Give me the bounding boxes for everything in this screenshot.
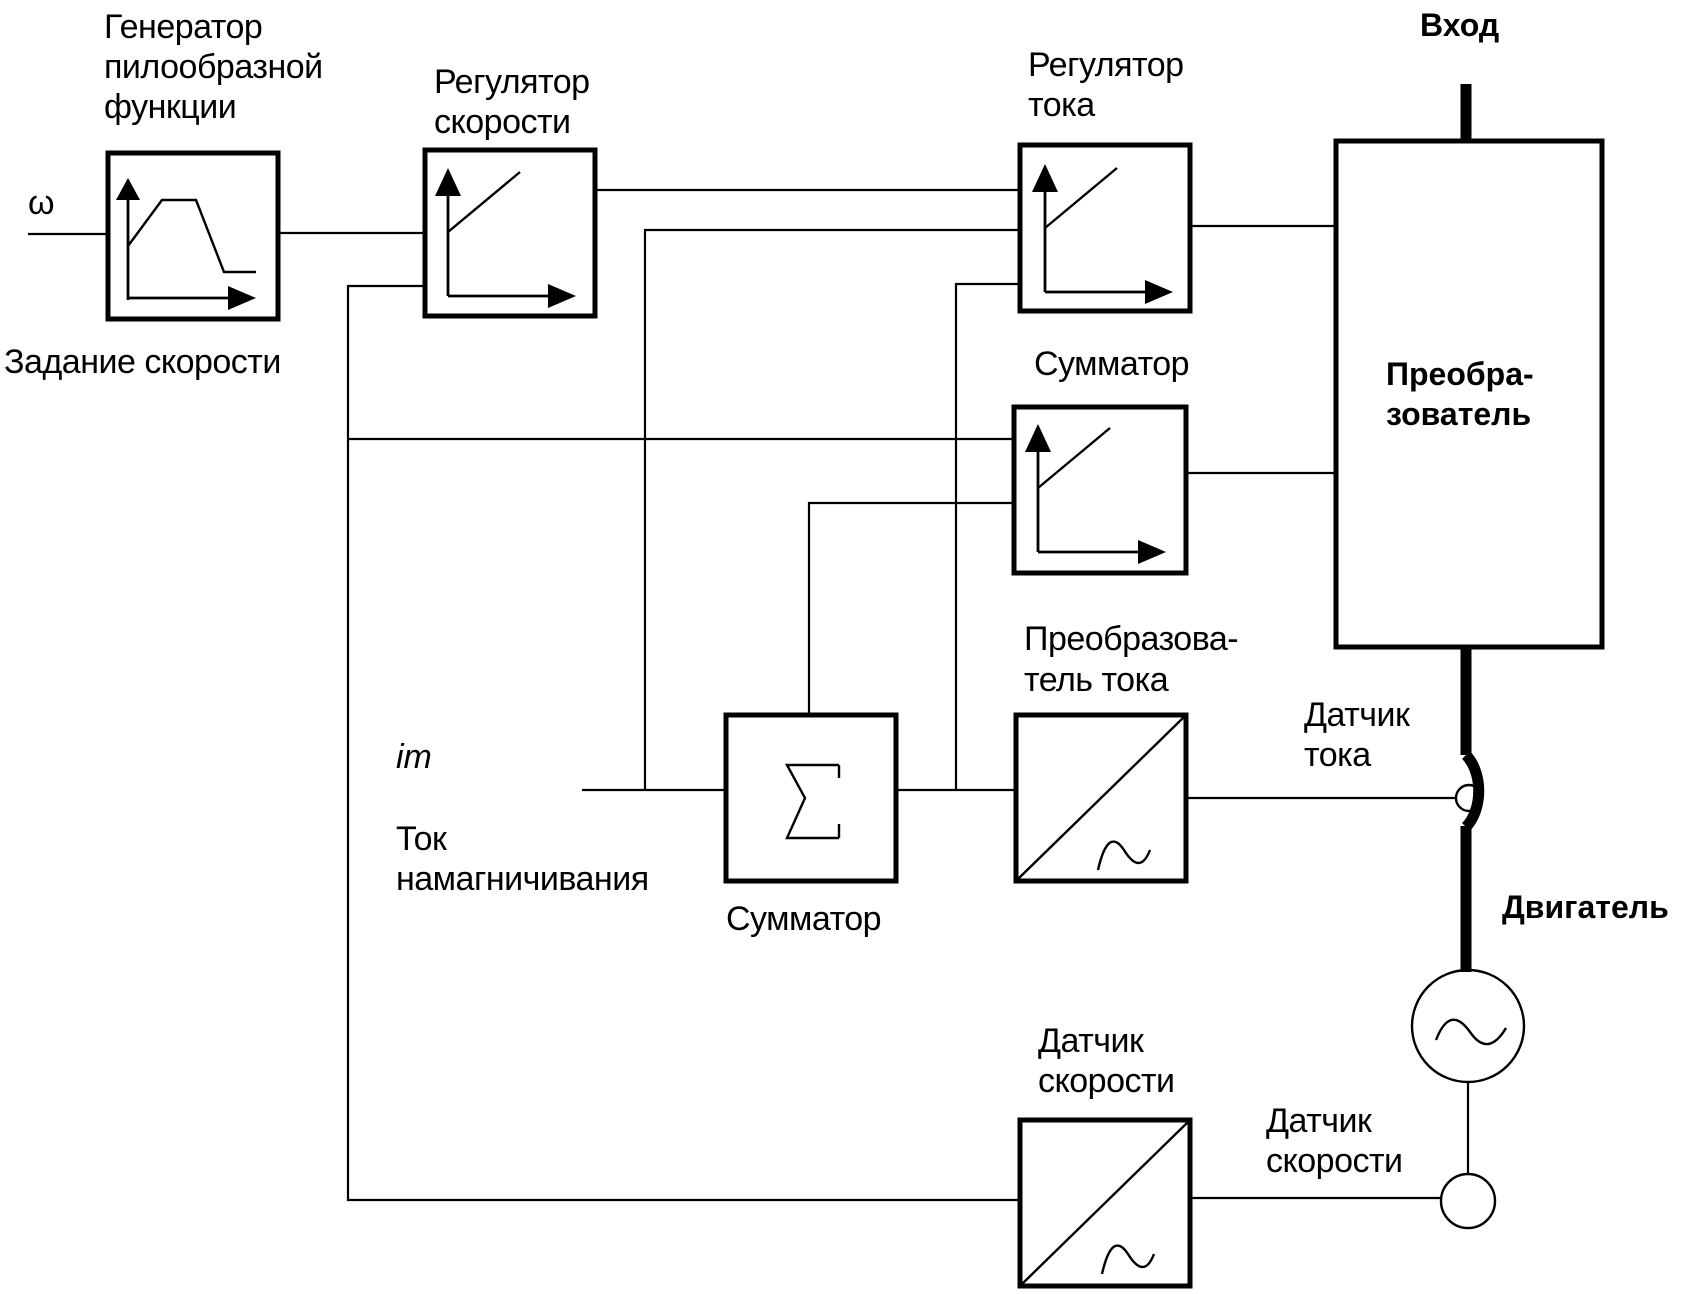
power-converter-block[interactable] (1333, 138, 1605, 650)
ramp-generator-label-2: пилообразной (104, 48, 323, 86)
ramp-generator-label-3: функции (104, 88, 236, 126)
current-converter-block[interactable] (1013, 712, 1189, 884)
sigma-adder-label: Сумматор (726, 900, 881, 938)
current-sensor-icon (1454, 783, 1484, 813)
wire-speed-feedback (346, 284, 1019, 1202)
current-sensor-label-2: тока (1304, 736, 1371, 774)
speed-controller-label-1: Регулятор (434, 63, 590, 101)
current-converter-label-2: тель тока (1024, 661, 1169, 699)
sigma-icon (784, 763, 839, 840)
upper-adder-label: Сумматор (1034, 345, 1189, 383)
speed-sensor-block-label-1: Датчик (1038, 1022, 1145, 1060)
signal-wires (28, 188, 1470, 1202)
ramp-trapezoid-icon (116, 178, 256, 310)
wire-im-to-current-ctrl (643, 228, 1019, 790)
motor[interactable] (1410, 968, 1526, 1084)
power-converter-label-1: Преобра- (1386, 356, 1534, 392)
current-controller-label-1: Регулятор (1028, 46, 1184, 84)
ac-motor-icon (1434, 1018, 1508, 1046)
motor-label: Двигатель (1502, 889, 1669, 925)
ramp-generator-block[interactable] (105, 150, 281, 322)
current-controller-label-2: тока (1028, 86, 1095, 124)
speed-controller-label-2: скорости (434, 103, 571, 141)
current-converter-label-1: Преобразова- (1024, 620, 1238, 658)
speed-sensor-icon (1439, 1172, 1497, 1230)
speed-reference-label: Задание скорости (4, 343, 281, 381)
speed-sensor-block-label-2: скорости (1038, 1062, 1175, 1100)
magnetizing-current-label-2: намагничивания (396, 860, 649, 898)
current-controller-block[interactable] (1017, 142, 1193, 314)
omega-label: ω (28, 184, 54, 222)
power-converter-label-2: зователь (1386, 396, 1531, 432)
current-sensor-loop (1461, 751, 1485, 831)
speed-controller-block[interactable] (422, 147, 598, 319)
sigma-adder-block[interactable] (723, 712, 899, 884)
power-input-label: Вход (1420, 7, 1499, 43)
current-sensor-label-1: Датчик (1304, 696, 1411, 734)
im-label: im (396, 738, 432, 776)
magnetizing-current-label-1: Ток (396, 820, 448, 858)
upper-adder-block[interactable] (1011, 404, 1189, 576)
wire-convcurrent-to-current-ctrl (954, 282, 1019, 790)
speed-sensor-label-2: скорости (1266, 1142, 1403, 1180)
ramp-generator-label-1: Генератор (104, 8, 262, 46)
labels: ω Генератор пилообразной функции Задание… (4, 7, 1669, 1180)
wire-sigma-to-adder (807, 501, 1013, 715)
speed-sensor-block[interactable] (1017, 1117, 1193, 1289)
speed-sensor-label-1: Датчик (1266, 1102, 1373, 1140)
